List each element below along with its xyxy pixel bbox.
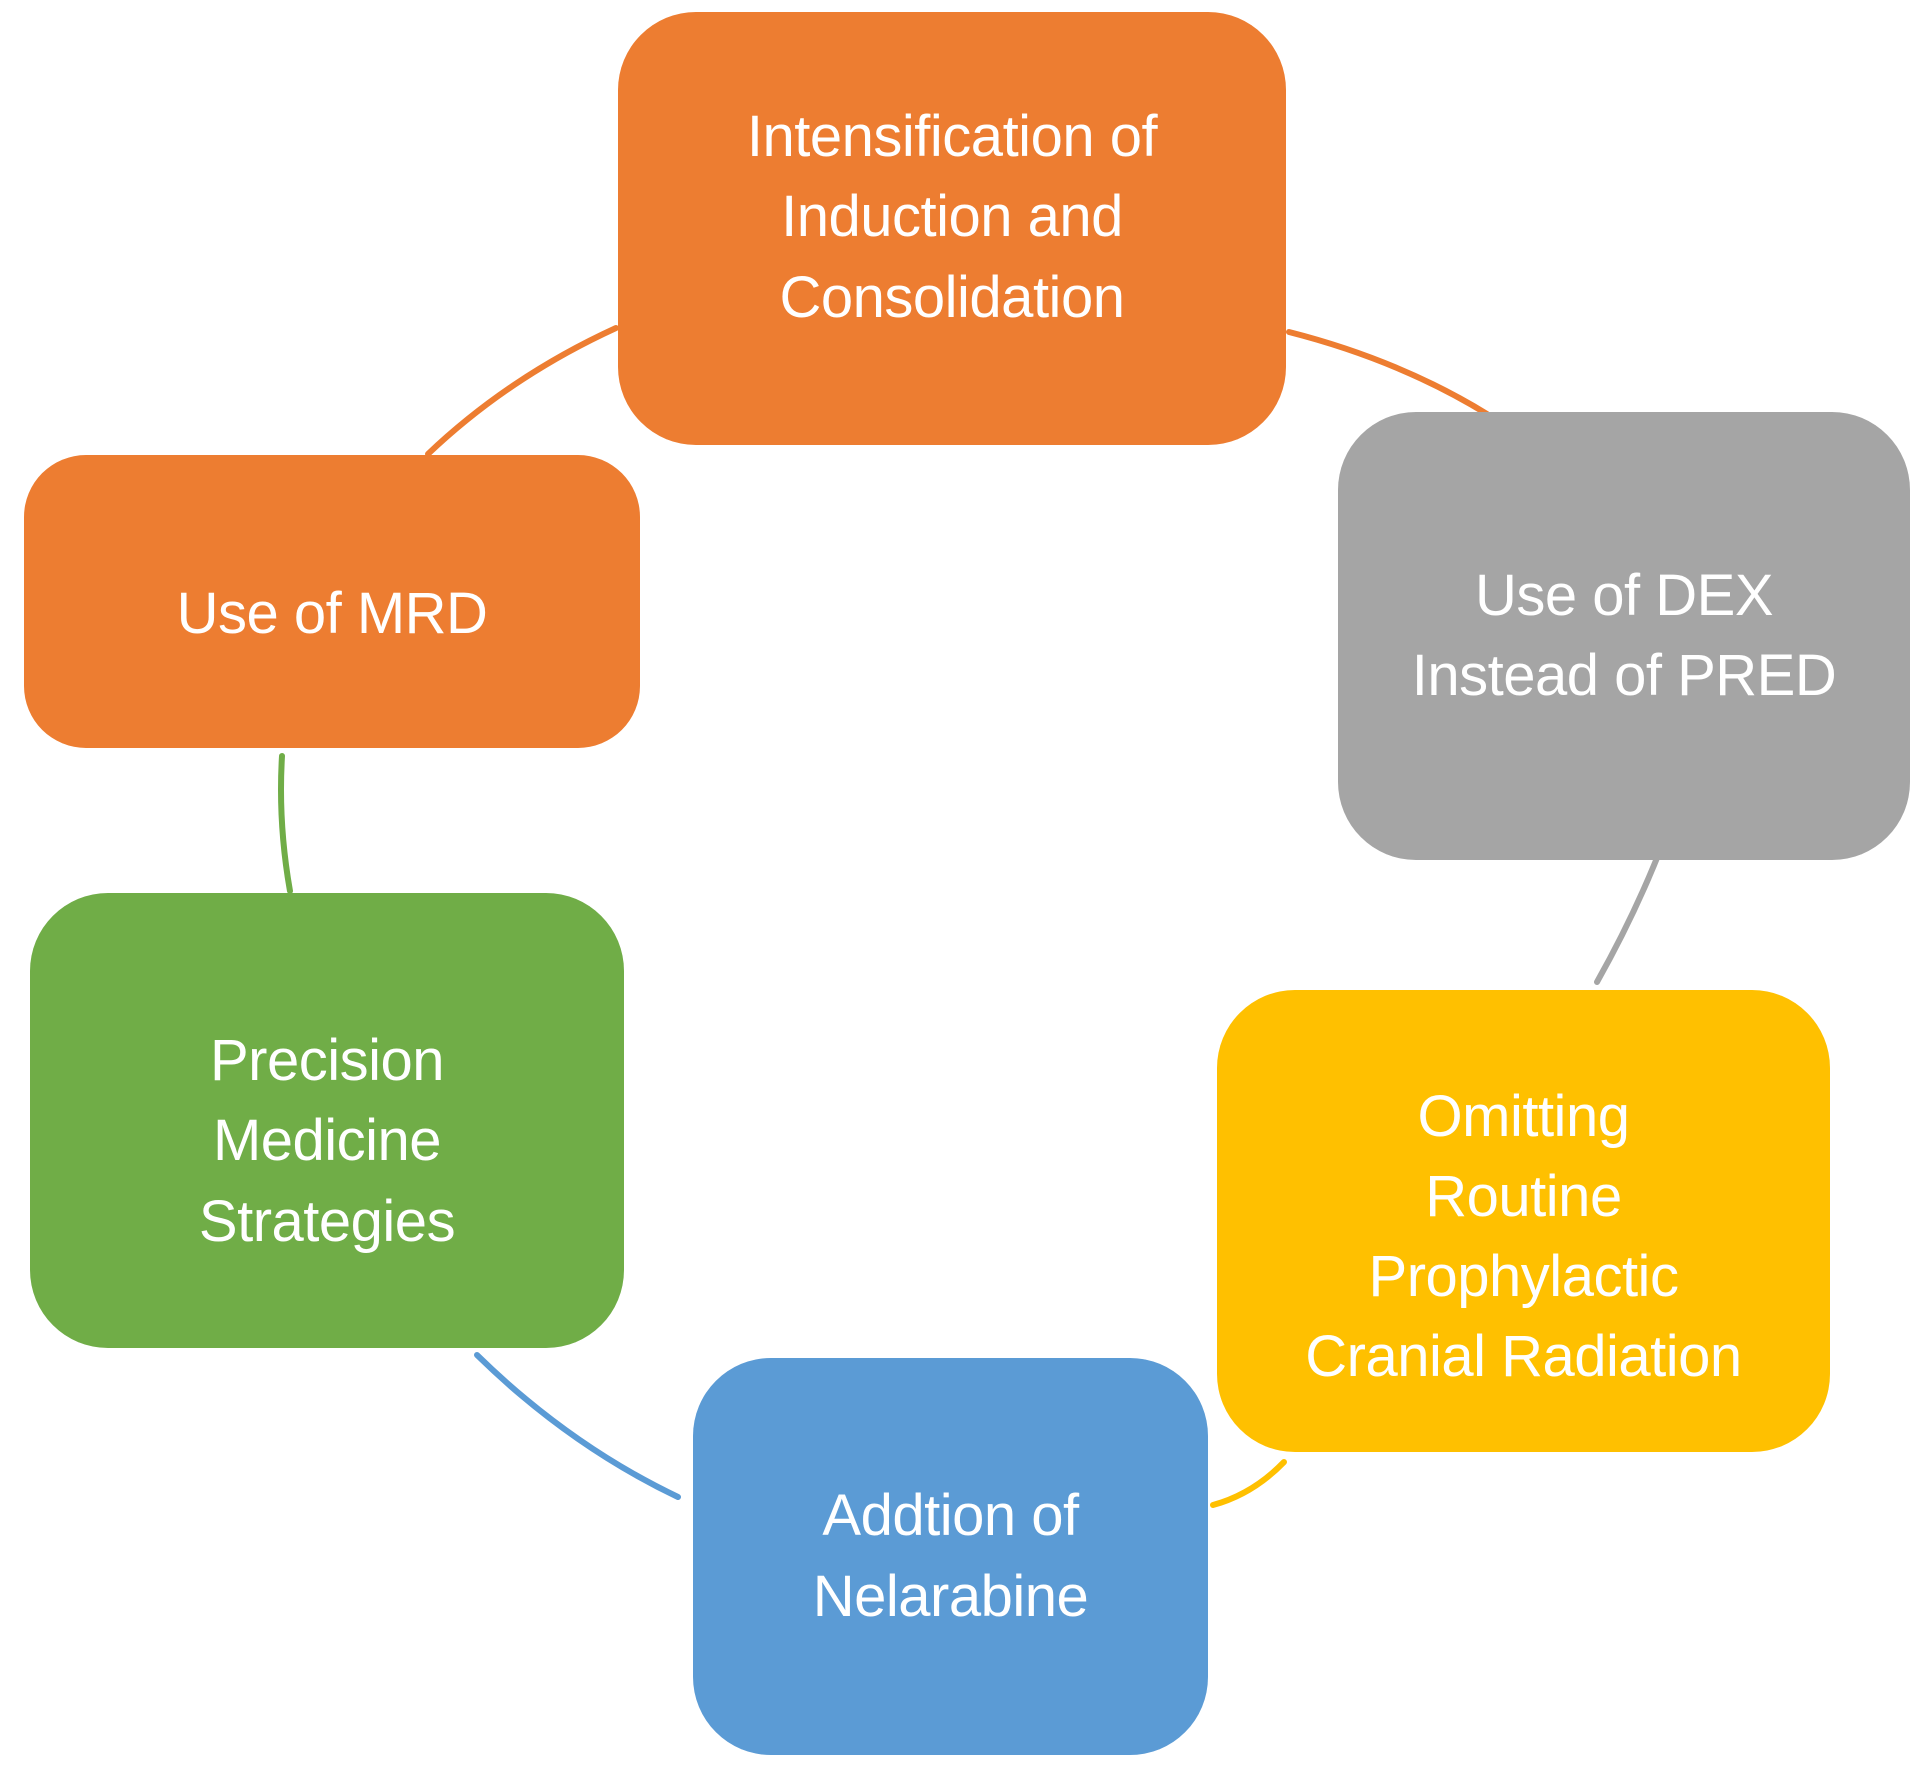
- node-label: Addtion of Nelarabine: [812, 1483, 1089, 1629]
- node-label: Use of MRD: [176, 581, 488, 647]
- node-label: Intensification of Induction and Consoli…: [746, 104, 1158, 330]
- connector-dex-to-omitting: [1594, 850, 1662, 985]
- node-omitting-routine-prophylactic-cranial-radiation: Omitting Routine Prophylactic Cranial Ra…: [1217, 990, 1830, 1452]
- connector-intensification-to-dex: [1286, 329, 1490, 417]
- node-intensification-of-induction-and-consolidation: Intensification of Induction and Consoli…: [618, 12, 1286, 445]
- node-precision-medicine-strategies: Precision Medicine Strategies: [30, 893, 624, 1348]
- connector-nelarabine-to-precision: [474, 1352, 681, 1500]
- node-addtion-of-nelarabine: Addtion of Nelarabine: [693, 1358, 1208, 1755]
- node-label: Use of DEX Instead of PRED: [1411, 562, 1837, 708]
- connector-mrd-to-intensification: [425, 325, 619, 457]
- connector-precision-to-mrd: [278, 753, 293, 894]
- node-use-of-dex-instead-of-pred: Use of DEX Instead of PRED: [1338, 412, 1910, 860]
- node-label: Omitting Routine Prophylactic Cranial Ra…: [1305, 1083, 1742, 1390]
- node-label: Precision Medicine Strategies: [198, 1028, 456, 1254]
- node-use-of-mrd: Use of MRD: [24, 455, 640, 748]
- connector-omitting-to-nelarabine: [1210, 1459, 1287, 1508]
